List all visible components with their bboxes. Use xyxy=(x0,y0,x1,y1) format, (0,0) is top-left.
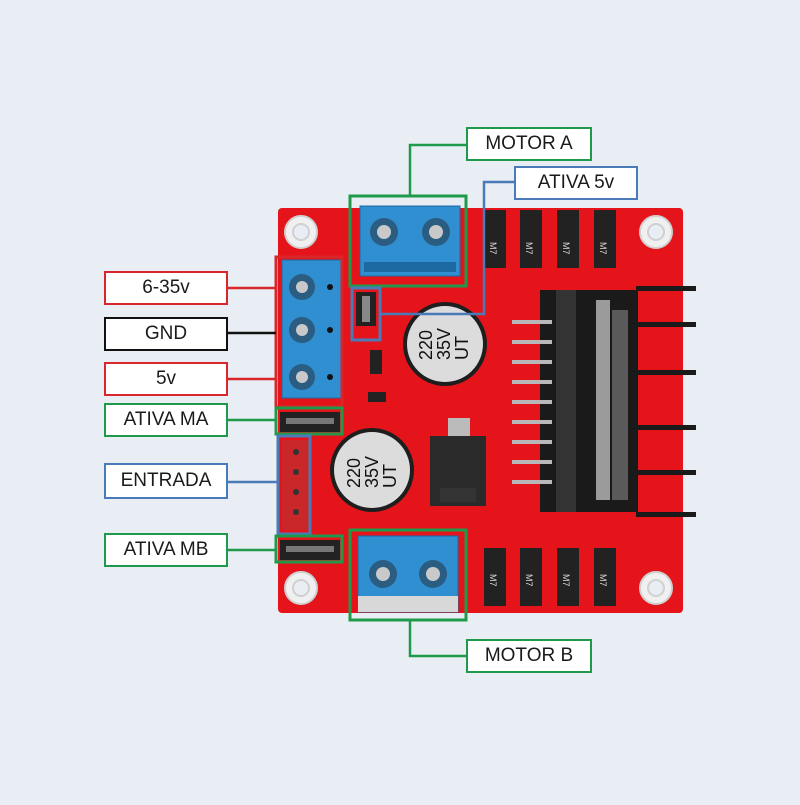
small-components xyxy=(356,292,386,402)
terminal-motor-a xyxy=(359,205,461,277)
label-motor-a: MOTOR A xyxy=(466,127,592,161)
header-ativa-ma xyxy=(280,412,340,432)
cap-top-voltage: 35V xyxy=(434,328,454,360)
diodes-bottom xyxy=(484,548,616,606)
capacitor-left: 220 35V UT xyxy=(330,428,414,512)
highlight-motor-a xyxy=(348,194,468,288)
cap-left-series: UT xyxy=(380,464,400,488)
heatsink-fins xyxy=(636,286,696,517)
mounting-holes xyxy=(284,215,673,605)
line-motor-b xyxy=(408,620,466,658)
diode-label: M7 xyxy=(561,574,571,587)
header-entrada xyxy=(282,440,310,530)
capacitor-top: 220 35V UT xyxy=(403,302,487,386)
diode-label: M7 xyxy=(524,242,534,255)
highlight-boxes xyxy=(274,194,468,622)
heatsink xyxy=(540,290,638,512)
highlight-motor-b xyxy=(348,528,468,622)
label-ativa-ma: ATIVA MA xyxy=(104,403,228,437)
diode-label: M7 xyxy=(488,242,498,255)
cap-top-value: 220 xyxy=(416,330,436,360)
cap-left-voltage: 35V xyxy=(362,456,382,488)
connector-lines xyxy=(228,143,514,658)
label-6-35v: 6-35v xyxy=(104,271,228,305)
diode-label: M7 xyxy=(598,242,608,255)
diode-label: M7 xyxy=(524,574,534,587)
highlight-entrada xyxy=(276,434,312,536)
diode-labels: M7 M7 M7 M7 M7 M7 M7 M7 xyxy=(488,242,608,587)
cap-left-value: 220 xyxy=(344,458,364,488)
line-ativa-5v xyxy=(380,180,514,316)
diode-label: M7 xyxy=(488,574,498,587)
label-5v: 5v xyxy=(104,362,228,396)
chip-pins xyxy=(512,320,552,484)
header-ativa-mb xyxy=(280,540,340,560)
diode-label: M7 xyxy=(598,574,608,587)
terminal-motor-b xyxy=(357,535,459,613)
label-gnd: GND xyxy=(104,317,228,351)
diode-label: M7 xyxy=(561,242,571,255)
label-motor-b: MOTOR B xyxy=(466,639,592,673)
voltage-regulator xyxy=(430,418,486,506)
label-ativa-5v: ATIVA 5v xyxy=(514,166,638,200)
line-motor-a xyxy=(408,143,466,196)
label-ativa-mb: ATIVA MB xyxy=(104,533,228,567)
cap-top-series: UT xyxy=(452,336,472,360)
terminal-power xyxy=(281,259,343,399)
diodes-top xyxy=(484,210,616,268)
label-entrada: ENTRADA xyxy=(104,463,228,499)
